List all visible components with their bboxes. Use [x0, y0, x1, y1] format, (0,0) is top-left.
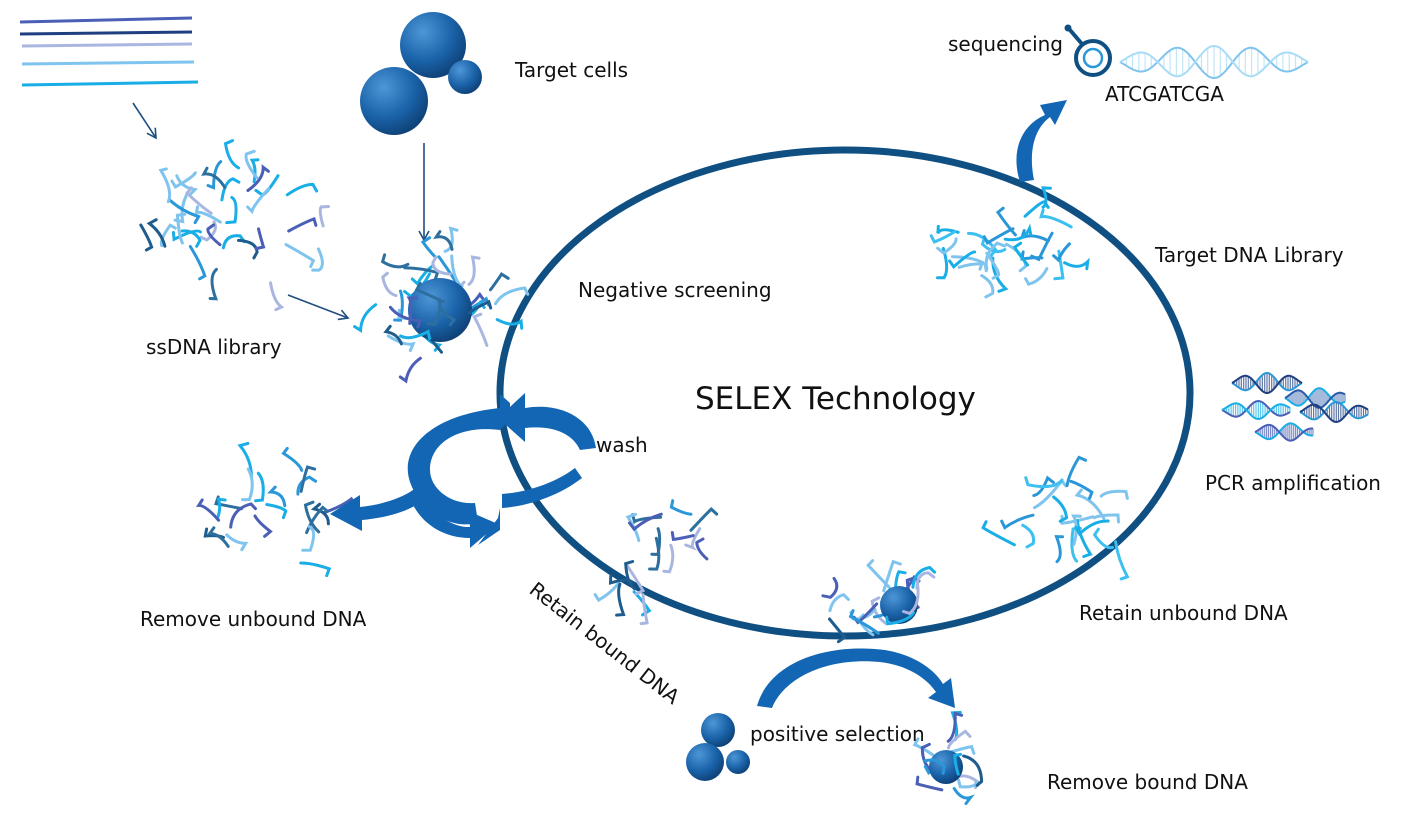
arrow-library-to-mix: [287, 294, 350, 321]
sequencing-arrow-icon: [1016, 100, 1067, 182]
magnifier-icon: [1064, 24, 1112, 77]
label-sequencing: sequencing: [948, 32, 1063, 56]
wash-cycle-arrows-icon: [330, 393, 596, 548]
target-dna-library-icon: [929, 186, 1090, 299]
label-sequence: ATCGATCGA: [1105, 82, 1224, 106]
label-wash: wash: [596, 433, 648, 457]
label-negative-screening: Negative screening: [578, 278, 772, 302]
label-remove-unbound: Remove unbound DNA: [140, 607, 367, 631]
input-strand-lines: [19, 16, 199, 87]
pcr-helix-icon: [1221, 372, 1369, 442]
positive-selection-arrow-icon: [757, 648, 955, 708]
label-ssdna-library: ssDNA library: [146, 335, 282, 359]
ssdna-library-icon: [139, 139, 330, 312]
retained-unbound-dna-icon: [981, 455, 1130, 581]
target-cells-icon: [360, 12, 482, 135]
label-remove-bound: Remove bound DNA: [1047, 770, 1248, 794]
removed-unbound-dna-icon: [196, 441, 357, 578]
diagram-title: SELEX Technology: [695, 381, 976, 417]
positive-strands-overlay-icon: [882, 559, 937, 626]
label-retain-unbound: Retain unbound DNA: [1079, 601, 1288, 625]
label-target-dna-library: Target DNA Library: [1154, 243, 1344, 267]
label-pcr-amplification: PCR amplification: [1205, 471, 1381, 495]
mixture-strands-overlay-icon: [388, 255, 510, 340]
remove-bound-overlay-icon: [923, 729, 984, 787]
label-positive-selection: positive selection: [750, 722, 925, 746]
arrow-lines-to-library: [132, 102, 157, 140]
dna-helix-sequence-icon: [1119, 44, 1309, 80]
label-target-cells: Target cells: [514, 58, 628, 82]
retained-bound-dna-icon: [593, 499, 719, 626]
positive-selection-cells-icon: [686, 713, 750, 781]
